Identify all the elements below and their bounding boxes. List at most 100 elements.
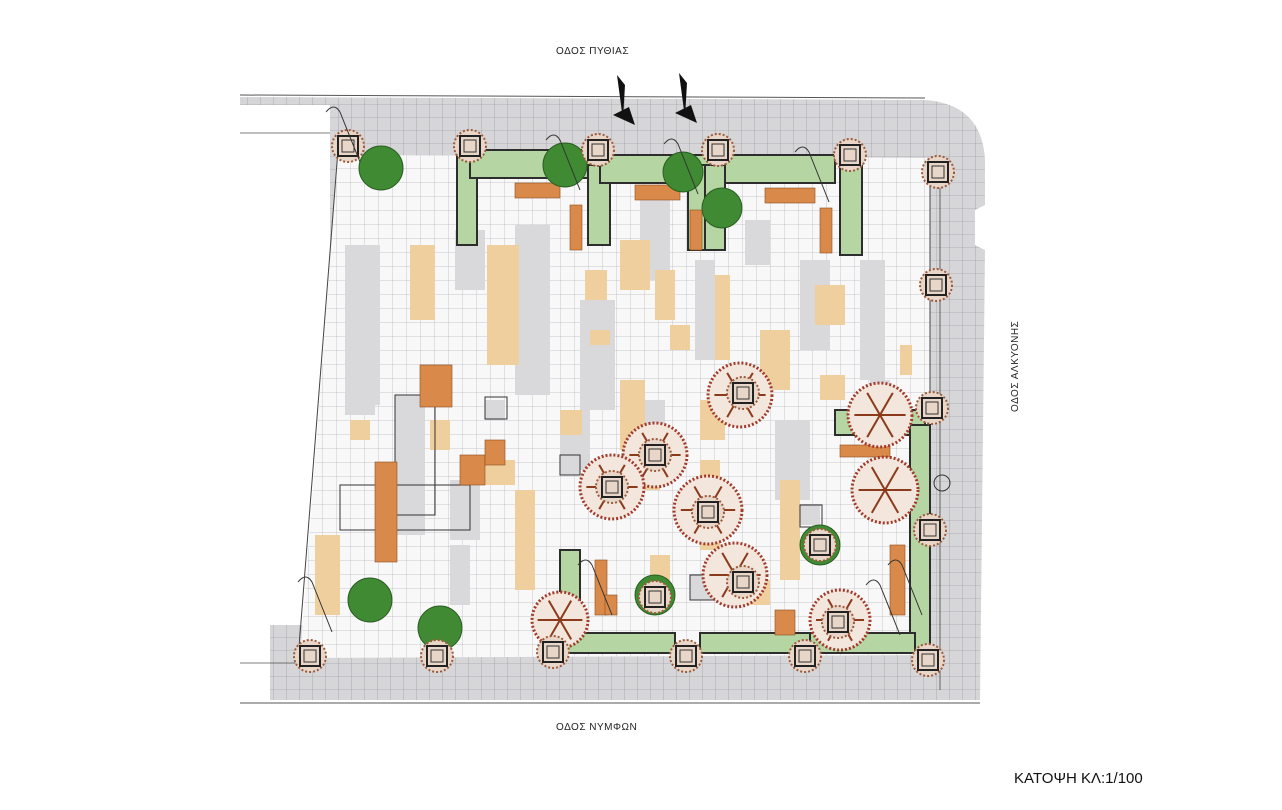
grey-paving: [800, 505, 820, 525]
tree-grate: [644, 586, 666, 608]
tree-grate: [927, 161, 949, 183]
road-left-bottom: [230, 625, 270, 705]
tree-pit-icon: [453, 129, 487, 163]
north-arrow-icon: [679, 73, 687, 118]
entrance-arrow-icon: [675, 105, 697, 123]
tree-grate-inner: [546, 645, 560, 659]
tree-branch: [559, 600, 573, 621]
paving-outline: [339, 484, 471, 531]
bench: [604, 594, 618, 616]
tree-grate: [732, 571, 754, 593]
tree-grate: [644, 444, 666, 466]
tree-grate: [459, 135, 481, 157]
tree-grate-inner: [843, 148, 857, 162]
fountain-symbol-icon: [933, 474, 951, 492]
bench: [484, 439, 506, 466]
tree-grate: [919, 519, 941, 541]
planter: [724, 154, 836, 184]
paving-outline: [484, 396, 508, 420]
grey-paving: [450, 480, 480, 540]
tan-paving: [780, 480, 800, 580]
tree-grate-inner: [303, 649, 317, 663]
tree-branch: [547, 600, 561, 621]
tan-paving: [650, 555, 670, 580]
bench: [374, 461, 398, 563]
tree-grate: [917, 649, 939, 671]
bench: [459, 454, 486, 486]
tan-paving: [715, 275, 730, 360]
tree-grate: [921, 397, 943, 419]
tree-grate-inner: [921, 653, 935, 667]
planter: [839, 164, 863, 256]
tan-paving: [815, 285, 845, 325]
bench: [819, 207, 833, 254]
tree-grate: [925, 274, 947, 296]
tan-paving: [900, 345, 912, 375]
grey-paving: [345, 335, 375, 415]
tree-pit-icon: [788, 639, 822, 673]
tan-paving: [315, 535, 340, 615]
tree-grate-inner: [736, 575, 750, 589]
tree-grate: [809, 534, 831, 556]
grey-paving: [560, 455, 580, 475]
tree-branch: [559, 619, 573, 640]
tan-paving: [430, 420, 450, 450]
north-arrow-icon: [617, 75, 625, 120]
tree-grate: [732, 382, 754, 404]
tree-branch: [884, 489, 900, 514]
street-lamp-icon: [887, 559, 923, 616]
street-label-top: ΟΔΟΣ ΠΥΘΙΑΣ: [556, 46, 630, 57]
tree-pit-icon: [726, 565, 760, 599]
tree-grate: [426, 645, 448, 667]
tree-pit-icon: [331, 129, 365, 163]
tree-grate: [794, 645, 816, 667]
tree-grate: [601, 476, 623, 498]
tree-branch: [866, 392, 881, 416]
tree-grate: [839, 144, 861, 166]
green-tree-icon: [662, 151, 704, 193]
tan-paving: [350, 420, 370, 440]
tree-grate-inner: [798, 649, 812, 663]
paving-outline: [559, 454, 581, 476]
tan-paving: [655, 270, 675, 320]
tree-pit-icon: [726, 376, 760, 410]
tree-pit-icon: [833, 138, 867, 172]
street-lamp-icon: [865, 579, 901, 636]
grey-paving: [860, 260, 885, 380]
grey-paving: [450, 545, 470, 605]
tan-paving: [820, 375, 845, 400]
tree-pit-icon: [911, 643, 945, 677]
green-tree-icon: [347, 577, 393, 623]
tree-branch: [879, 392, 894, 416]
tree-pit-icon: [921, 155, 955, 189]
street-label-right: ΟΔΟΣ ΑΛΚΥΟΝΗΣ: [1010, 320, 1021, 412]
tan-paving: [670, 325, 690, 350]
tree-grate-inner: [736, 386, 750, 400]
street-lamp-icon: [663, 138, 699, 195]
tree-grate-inner: [605, 480, 619, 494]
tree-grate: [827, 611, 849, 633]
bench: [514, 182, 561, 199]
tree-pit-icon: [913, 513, 947, 547]
bench: [569, 204, 583, 251]
tree-branch: [879, 414, 894, 438]
tree-grate-inner: [931, 165, 945, 179]
green-tree-icon: [542, 142, 588, 188]
bench: [634, 184, 681, 201]
tree-pit-icon: [821, 605, 855, 639]
bench: [764, 187, 816, 204]
tree-grate-inner: [813, 538, 827, 552]
tree-pit-icon: [581, 133, 615, 167]
tree-grate-inner: [648, 590, 662, 604]
tan-paving: [585, 270, 607, 300]
tree-grate-inner: [925, 401, 939, 415]
tree-grate: [707, 139, 729, 161]
tree-branch: [870, 466, 886, 491]
tree-grate-inner: [463, 139, 477, 153]
tree-pit-icon: [701, 133, 735, 167]
tree-pit-icon: [691, 495, 725, 529]
grey-paving: [515, 225, 550, 395]
bench: [889, 544, 906, 616]
street-lamp-icon: [794, 146, 830, 203]
tree-grate-inner: [591, 143, 605, 157]
